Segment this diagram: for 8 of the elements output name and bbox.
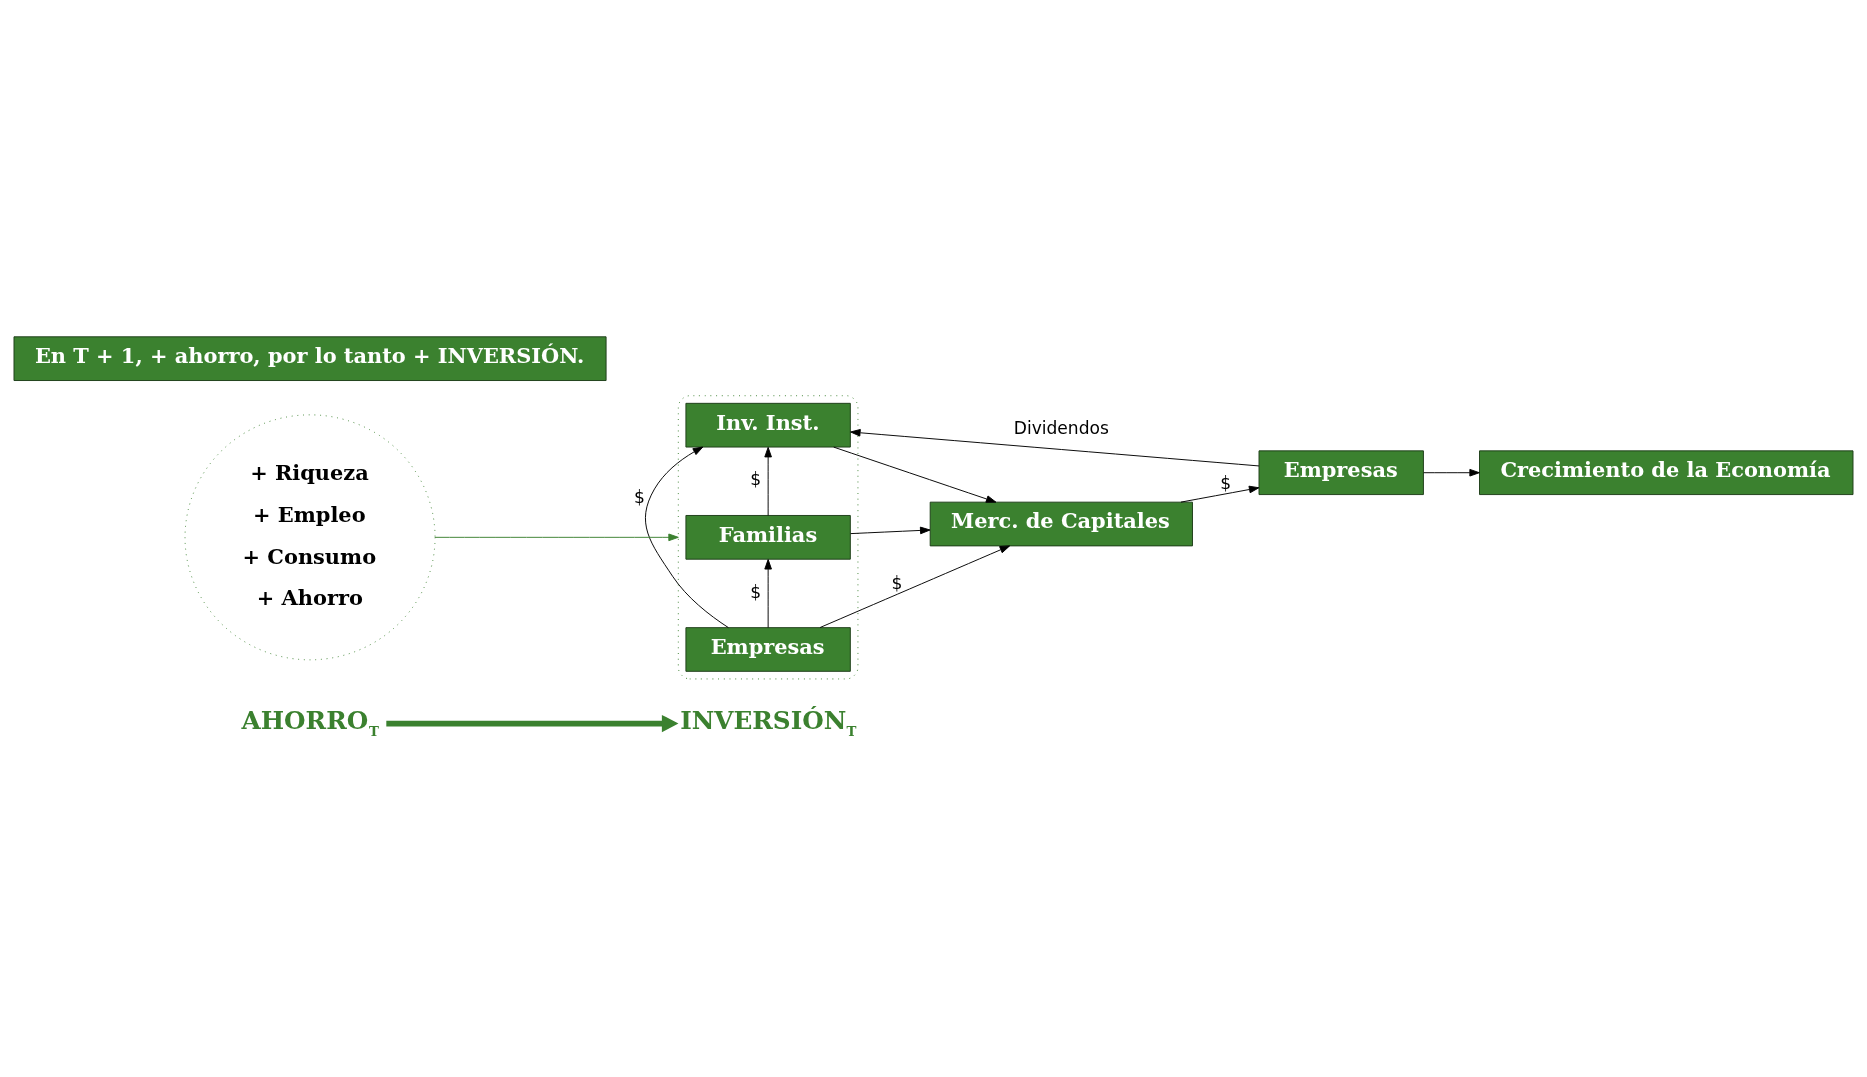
node-text: INVERSIÓN$_{T}$ [680,705,857,739]
edge-label: $ [750,468,762,489]
edge-label: Dividendos [1013,417,1109,438]
edge-label: $ [1220,472,1232,493]
edge-label: $ [750,581,762,602]
edge-label: $ [891,572,903,593]
edge-label: $ [633,486,645,507]
node-text: AHORRO$_{T}$ [241,705,379,739]
